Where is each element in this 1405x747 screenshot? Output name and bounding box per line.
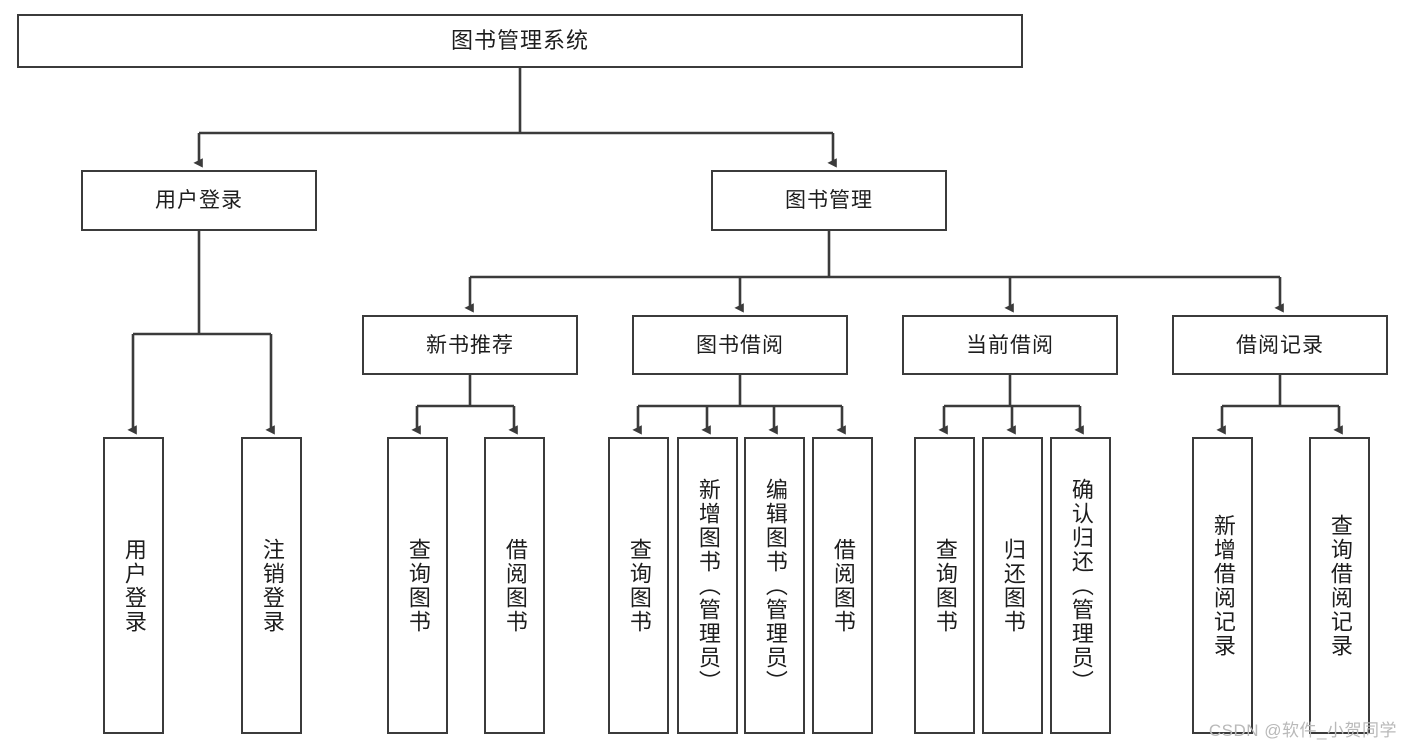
leaf-borrow-book[interactable]: 借阅图书	[812, 437, 873, 734]
node-label: 借阅记录	[1236, 333, 1324, 357]
node-label: 确认归还（管理员）	[1068, 477, 1094, 694]
csdn-watermark: CSDN @软件_小贺同学	[1208, 721, 1397, 740]
leaf-query-book-borrow[interactable]: 查询图书	[608, 437, 669, 734]
node-root-system[interactable]: 图书管理系统	[17, 14, 1023, 68]
node-label: 图书借阅	[696, 333, 784, 357]
leaf-user-login[interactable]: 用户登录	[103, 437, 164, 734]
node-label: 新增借阅记录	[1210, 513, 1236, 658]
node-label: 注销登录	[259, 537, 285, 634]
leaf-query-book-current[interactable]: 查询图书	[914, 437, 975, 734]
node-label: 新增图书（管理员）	[695, 477, 721, 694]
leaf-borrow-book-recommend[interactable]: 借阅图书	[484, 437, 545, 734]
node-book-borrow[interactable]: 图书借阅	[632, 315, 848, 375]
node-label: 归还图书	[1000, 537, 1026, 634]
node-current-borrow[interactable]: 当前借阅	[902, 315, 1118, 375]
node-label: 用户登录	[155, 189, 243, 212]
node-new-book-recommend[interactable]: 新书推荐	[362, 315, 578, 375]
node-label: 查询借阅记录	[1327, 513, 1353, 658]
leaf-confirm-return-admin[interactable]: 确认归还（管理员）	[1050, 437, 1111, 734]
leaf-edit-book-admin[interactable]: 编辑图书（管理员）	[744, 437, 805, 734]
node-label: 查询图书	[626, 537, 652, 634]
leaf-add-book-admin[interactable]: 新增图书（管理员）	[677, 437, 738, 734]
node-label: 用户登录	[121, 537, 147, 634]
node-label: 新书推荐	[426, 333, 514, 357]
node-label: 图书管理系统	[450, 28, 589, 53]
node-book-management[interactable]: 图书管理	[711, 170, 947, 231]
leaf-query-book-recommend[interactable]: 查询图书	[387, 437, 448, 734]
leaf-query-borrow-record[interactable]: 查询借阅记录	[1309, 437, 1370, 734]
node-label: 查询图书	[932, 537, 958, 634]
node-label: 查询图书	[405, 537, 431, 634]
node-label: 借阅图书	[830, 537, 856, 634]
node-borrow-record[interactable]: 借阅记录	[1172, 315, 1388, 375]
node-label: 编辑图书（管理员）	[762, 477, 788, 694]
node-label: 借阅图书	[502, 537, 528, 634]
leaf-return-book[interactable]: 归还图书	[982, 437, 1043, 734]
node-user-login[interactable]: 用户登录	[81, 170, 317, 231]
node-label: 图书管理	[785, 189, 873, 212]
leaf-add-borrow-record[interactable]: 新增借阅记录	[1192, 437, 1253, 734]
node-label: 当前借阅	[966, 333, 1054, 357]
leaf-logout[interactable]: 注销登录	[241, 437, 302, 734]
